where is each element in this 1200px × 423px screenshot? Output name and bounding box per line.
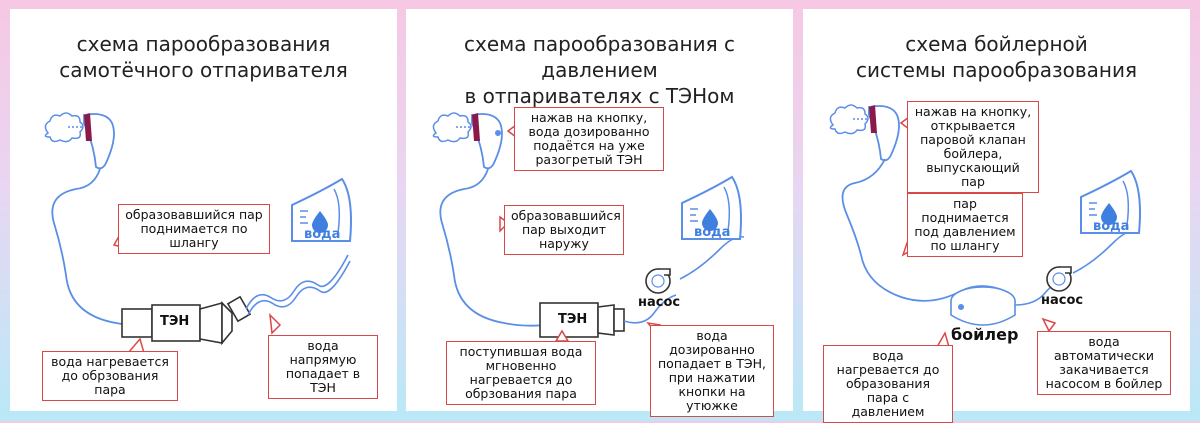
water-tank-icon	[1080, 169, 1141, 234]
note-steam-rises: образовавшийся пар поднимается по шлангу	[118, 204, 270, 254]
pump-icon	[645, 268, 671, 294]
water-label: вода	[304, 227, 341, 242]
heater-label: ТЭН	[160, 314, 190, 329]
title-line-2: системы парообразования	[856, 58, 1137, 82]
note-auto-pump: вода автоматически закачивается насосом …	[1037, 331, 1171, 395]
panel-title: схема парообразования самотёчного отпари…	[10, 31, 397, 83]
diagram-pressure	[432, 112, 745, 342]
pump-label: насос	[638, 295, 681, 310]
water-tank-icon	[291, 177, 352, 242]
steam-cloud-icon	[44, 112, 84, 143]
panel-title: схема парообразования с давлением в отпа…	[406, 31, 793, 109]
steam-cloud-icon	[829, 104, 869, 135]
steam-hose	[439, 168, 547, 327]
note-water-direct: вода напрямую попадает в ТЭН	[268, 335, 378, 399]
note-boiler-heating: вода нагревается до образования пара с д…	[823, 345, 953, 423]
title-line-1: схема бойлерной	[905, 32, 1088, 56]
steamer-head-icon	[471, 113, 503, 170]
note-steam-out: образовавшийся пар выходит наружу	[504, 205, 624, 255]
panel-title: схема бойлерной системы парообразования	[803, 31, 1190, 83]
note-button-valve: нажав на кнопку, открывается паровой кла…	[907, 101, 1039, 193]
note-water-heats: вода нагревается до обрзования пара	[42, 351, 178, 401]
title-line-1: схема парообразования с давлением	[464, 32, 735, 82]
water-tank-icon	[681, 175, 742, 240]
note-dosing: вода дозированно попадает в ТЭН, при наж…	[650, 325, 774, 417]
note-button-press: нажав на кнопку, вода дозированно подаёт…	[514, 107, 664, 171]
heater-tube-icon	[539, 302, 625, 338]
steamer-head-icon	[868, 105, 900, 162]
water-label: вода	[1093, 219, 1130, 234]
note-pressure-rise: пар поднимается под давлением по шлангу	[907, 193, 1023, 257]
panel-pressure-steamer: схема парообразования с давлением в отпа…	[406, 9, 793, 417]
boiler-icon	[950, 286, 1016, 326]
steam-cloud-icon	[432, 112, 472, 143]
pump-label: насос	[1041, 293, 1084, 308]
pump-icon	[1046, 266, 1072, 292]
title-line-2: самотёчного отпаривателя	[59, 58, 348, 82]
steamer-head-icon	[83, 113, 115, 170]
steam-hose	[51, 168, 159, 327]
water-label: вода	[694, 225, 731, 240]
heater-tube-icon	[121, 295, 252, 346]
diagram-gravity	[44, 112, 352, 354]
title-line-1: схема парообразования	[76, 32, 331, 56]
water-hose	[623, 294, 677, 324]
diagram-boiler	[829, 104, 1141, 348]
panel-boiler-system: схема бойлерной системы парообразования …	[803, 9, 1190, 423]
note-instant-heating: поступившая вода мгновенно нагревается д…	[446, 341, 596, 405]
water-hose	[245, 254, 349, 310]
boiler-label: бойлер	[951, 325, 1019, 344]
panel-gravity-steamer: схема парообразования самотёчного отпари…	[10, 9, 397, 411]
title-line-2: в отпаривателях с ТЭНом	[464, 84, 735, 108]
heater-label: ТЭН	[558, 312, 588, 327]
